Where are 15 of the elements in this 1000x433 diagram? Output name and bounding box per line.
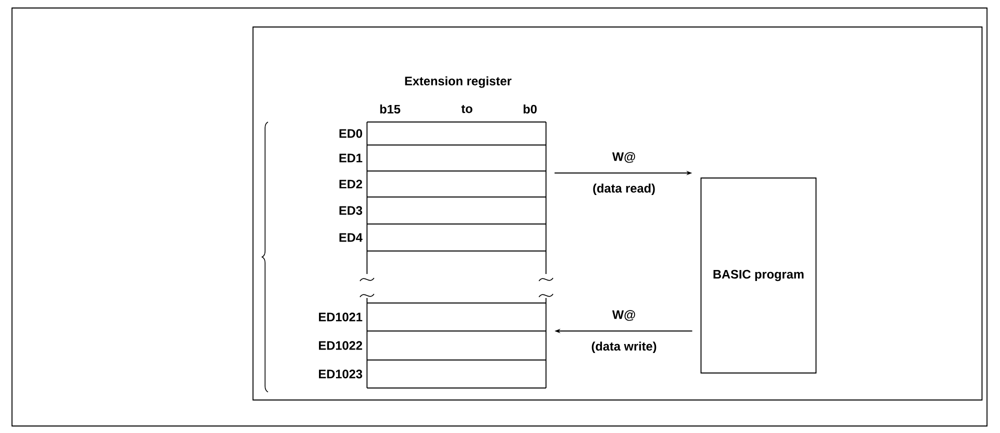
bit-label: to bbox=[461, 104, 472, 114]
register-label: ED3 bbox=[340, 206, 362, 215]
module-box bbox=[252, 26, 982, 400]
register-label: ED1 bbox=[340, 154, 362, 162]
bit-label: b0 bbox=[524, 104, 537, 114]
register-label: ED1021 bbox=[318, 312, 362, 322]
edge-label: W@ (data write) bbox=[592, 310, 656, 354]
edge-label: W@ (data read) bbox=[593, 152, 655, 196]
register-label: ED1022 bbox=[318, 341, 362, 350]
register-label: ED2 bbox=[340, 180, 362, 188]
register-label: ED4 bbox=[340, 233, 363, 242]
register-label: ED1023 bbox=[318, 370, 362, 378]
program-box: BASIC program bbox=[700, 178, 816, 374]
bit-label: b15 bbox=[380, 104, 400, 114]
register-label: ED0 bbox=[340, 129, 362, 138]
